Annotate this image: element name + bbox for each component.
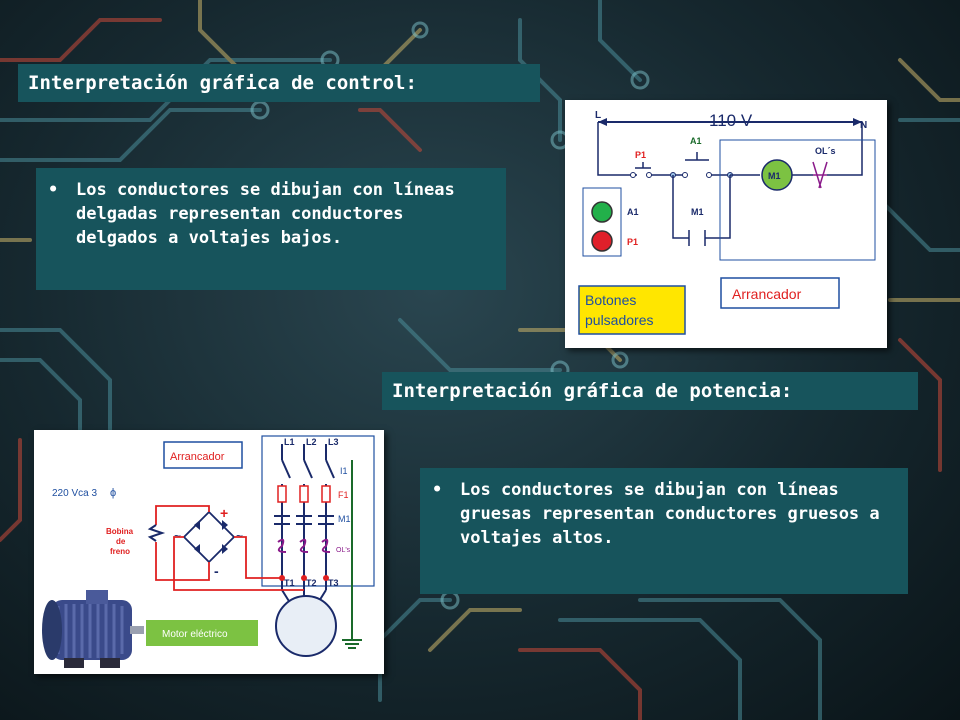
- tilde-right: ~: [236, 529, 243, 543]
- m1-contact-label: M1: [691, 207, 704, 217]
- power-bullet-text: Los conductores se dibujan con líneas gr…: [460, 480, 880, 548]
- power-bullet-box: • Los conductores se dibujan con líneas …: [420, 468, 908, 594]
- i1-label: I1: [340, 466, 348, 476]
- bobina-label-line2: de: [116, 537, 126, 546]
- botones-label-line2: pulsadores: [585, 312, 654, 328]
- minus-label: -: [214, 563, 219, 579]
- t3-label: T3: [328, 578, 339, 588]
- control-diagram: L 110 V N P1 A1 M1 M1 OL´s: [565, 100, 887, 348]
- plus-label: +: [220, 505, 228, 521]
- control-bullet-box: • Los conductores se dibujan con líneas …: [36, 168, 506, 290]
- control-bullet-text: Los conductores se dibujan con líneas de…: [76, 180, 455, 248]
- a1-label: A1: [690, 136, 702, 146]
- arrancador-label: Arrancador: [732, 286, 802, 302]
- l2-label: L2: [306, 437, 317, 447]
- ols-label: OL´s: [815, 146, 836, 156]
- pilot-green-label: A1: [627, 207, 639, 217]
- control-heading: Interpretación gráfica de control:: [18, 64, 540, 102]
- l1-label: L1: [284, 437, 295, 447]
- t1-label: T1: [284, 578, 295, 588]
- f1-label: F1: [338, 490, 349, 500]
- m1-coil-label: M1: [768, 171, 781, 181]
- bobina-label-line1: Bobina: [106, 527, 134, 536]
- bullet-dot: •: [48, 180, 59, 200]
- phase-symbol: ϕ: [110, 487, 116, 499]
- pilot-red-label: P1: [627, 237, 638, 247]
- botones-label-line1: Botones: [585, 292, 636, 308]
- line-n-label: N: [860, 120, 867, 131]
- bobina-label-line3: freno: [110, 547, 130, 556]
- t2-label: T2: [306, 578, 317, 588]
- power-voltage-label: 220 Vca 3: [52, 488, 97, 499]
- motor-label: Motor eléctrico: [162, 629, 228, 640]
- p1-label: P1: [635, 150, 646, 160]
- l3-label: L3: [328, 437, 339, 447]
- line-l-label: L: [595, 110, 601, 121]
- bullet-dot: •: [432, 480, 443, 500]
- tilde-left: ~: [174, 529, 181, 543]
- voltage-label: 110 V: [709, 111, 753, 130]
- ols-power-label: OL's: [336, 547, 351, 554]
- power-diagram: Arrancador 220 Vca 3 ϕ L1 L2 L3 I1 F1 M1: [34, 430, 384, 674]
- power-heading: Interpretación gráfica de potencia:: [382, 372, 918, 410]
- power-arrancador-label: Arrancador: [170, 451, 225, 463]
- m1-power-label: M1: [338, 514, 351, 524]
- electric-motor-image: [42, 590, 144, 668]
